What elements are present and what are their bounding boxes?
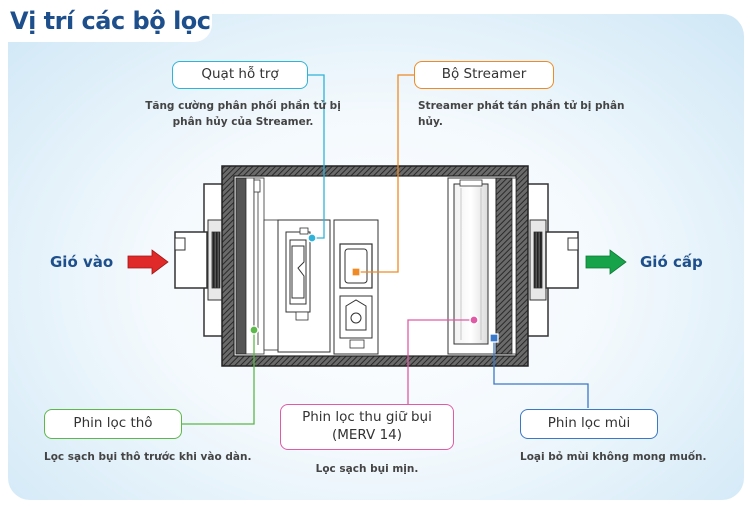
odor-filter-label: Phin lọc mùi — [547, 415, 631, 432]
streamer-module — [333, 219, 379, 355]
dust-filter-label-box: Phin lọc thu giữ bụi (MERV 14) — [280, 404, 454, 450]
streamer-description-line1: Streamer phát tán phần tử bị phân — [418, 100, 625, 112]
streamer-marker — [351, 267, 361, 277]
outlet-duct — [525, 183, 579, 337]
assist-fan-module — [277, 219, 331, 353]
streamer-description-line2: hủy. — [418, 116, 443, 129]
odor-filter-marker — [489, 333, 499, 343]
odor-filter-module — [495, 177, 517, 355]
inlet-label: Gió vào — [50, 253, 114, 271]
assist-fan-label: Quạt hỗ trợ — [201, 66, 279, 83]
inlet-duct — [174, 183, 227, 337]
outlet-label: Gió cấp — [640, 253, 703, 271]
dust-filter-module — [447, 177, 497, 355]
assist-fan-marker — [307, 233, 317, 243]
coarse-filter-module — [235, 177, 281, 355]
coarse-filter-label: Phin lọc thô — [73, 415, 153, 432]
page-title: Vị trí các bộ lọc — [0, 0, 212, 42]
odor-filter-label-box: Phin lọc mùi — [520, 409, 658, 439]
assist-fan-description: Tăng cường phân phối phần tử bị phân hủy… — [143, 98, 343, 131]
outlet-arrow — [585, 249, 627, 275]
assist-fan-leader — [308, 74, 325, 239]
dust-filter-label-line1: Phin lọc thu giữ bụi — [302, 409, 432, 426]
assist-fan-description-line1: Tăng cường phân phối phần tử bị — [145, 100, 341, 112]
streamer-description: Streamer phát tán phần tử bị phân hủy. — [418, 98, 628, 131]
coarse-filter-label-box: Phin lọc thô — [44, 409, 182, 439]
streamer-leader — [356, 74, 414, 273]
streamer-label-box: Bộ Streamer — [414, 61, 554, 89]
dust-filter-leader — [407, 319, 474, 404]
coarse-filter-description: Lọc sạch bụi thô trước khi vào dàn. — [44, 451, 252, 463]
odor-filter-description: Loại bỏ mùi không mong muốn. — [520, 451, 707, 463]
dust-filter-marker — [469, 315, 479, 325]
coarse-filter-leader — [182, 330, 255, 425]
dust-filter-description: Lọc sạch bụi mịn. — [315, 463, 419, 475]
assist-fan-description-line2: phân hủy của Streamer. — [172, 116, 314, 129]
inlet-arrow — [127, 249, 169, 275]
odor-filter-leader — [493, 338, 589, 408]
streamer-label: Bộ Streamer — [441, 66, 527, 83]
coarse-filter-marker — [249, 325, 259, 335]
dust-filter-label-line2: (MERV 14) — [331, 427, 403, 443]
assist-fan-label-box: Quạt hỗ trợ — [172, 61, 308, 89]
